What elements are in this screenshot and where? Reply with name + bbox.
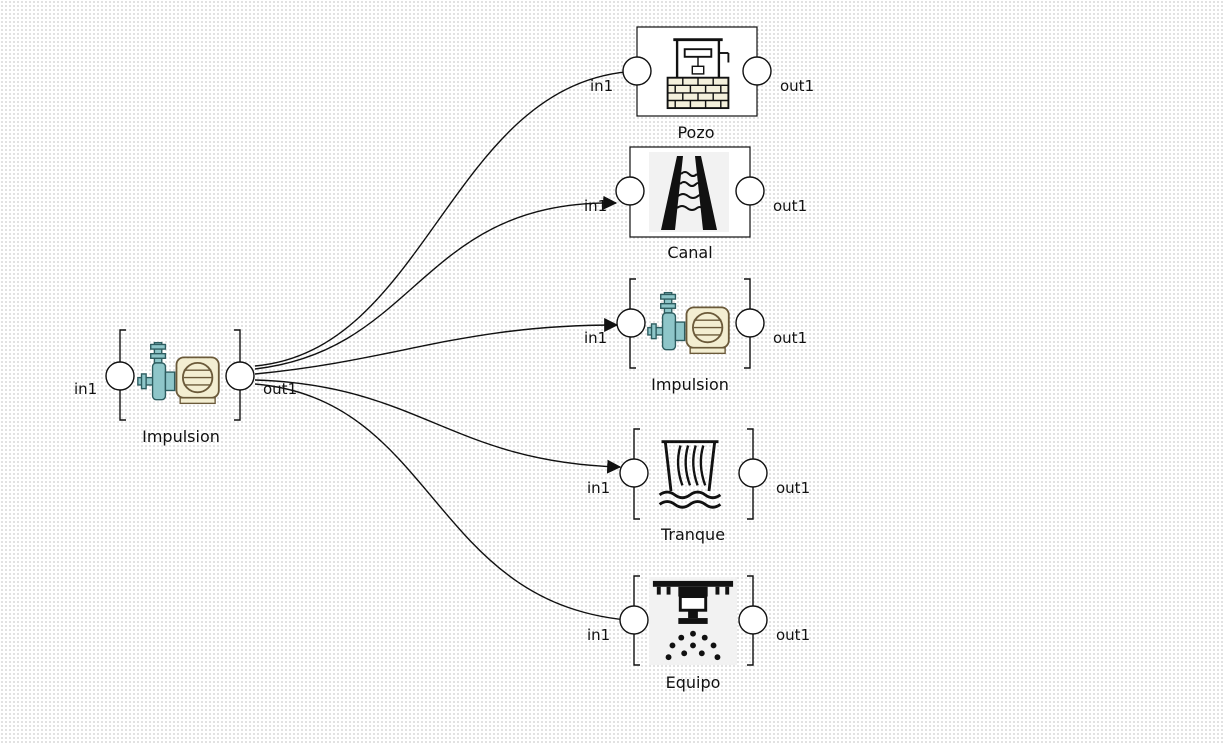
pump-icon [136, 341, 220, 405]
node-tranque[interactable]: in1 out1 Tranque [587, 428, 810, 544]
edge-to-impulsion[interactable] [254, 318, 619, 375]
output-port-label: out1 [773, 197, 807, 215]
input-port-label: in1 [584, 329, 607, 347]
node-equipo[interactable]: in1 out1 Equipo [587, 575, 810, 692]
node-label: Canal [667, 243, 712, 262]
node-label: Pozo [677, 123, 714, 142]
node-label: Impulsion [651, 375, 729, 394]
input-port[interactable] [622, 56, 652, 86]
node-impulsion-target[interactable]: in1 out1 Impulsion [584, 278, 807, 394]
input-port-label: in1 [587, 479, 610, 497]
node-impulsion-source[interactable]: in1 out1 Impulsion [74, 329, 297, 446]
output-port[interactable] [225, 361, 255, 391]
output-port[interactable] [738, 605, 768, 635]
node-label: Equipo [666, 673, 721, 692]
edge-to-canal[interactable] [254, 195, 618, 370]
input-port[interactable] [619, 605, 649, 635]
canal-icon [647, 152, 731, 232]
edges [254, 64, 642, 628]
input-port[interactable] [615, 176, 645, 206]
output-port-label: out1 [776, 626, 810, 644]
input-port-label: in1 [74, 380, 97, 398]
output-port[interactable] [735, 308, 765, 338]
node-pozo[interactable]: in1 out1 Pozo [590, 26, 814, 142]
input-port-label: in1 [590, 77, 613, 95]
input-port[interactable] [105, 361, 135, 391]
input-port-label: in1 [584, 197, 607, 215]
input-port-label: in1 [587, 626, 610, 644]
output-port[interactable] [742, 56, 772, 86]
node-label: Impulsion [142, 427, 220, 446]
node-label: Tranque [660, 525, 725, 544]
output-port[interactable] [735, 176, 765, 206]
sprinkler-icon [647, 577, 739, 665]
pump-icon [646, 291, 730, 355]
well-icon [666, 38, 730, 110]
edge-to-equipo[interactable] [254, 383, 642, 628]
output-port-label: out1 [773, 329, 807, 347]
output-port-label: out1 [776, 479, 810, 497]
output-port-label: out1 [780, 77, 814, 95]
dam-icon [658, 440, 722, 509]
edge-to-tranque[interactable] [254, 379, 622, 474]
node-canal[interactable]: in1 out1 Canal [584, 146, 807, 262]
edge-to-pozo[interactable] [254, 64, 639, 367]
input-port[interactable] [619, 458, 649, 488]
input-port[interactable] [616, 308, 646, 338]
output-port-label: out1 [263, 380, 297, 398]
output-port[interactable] [738, 458, 768, 488]
